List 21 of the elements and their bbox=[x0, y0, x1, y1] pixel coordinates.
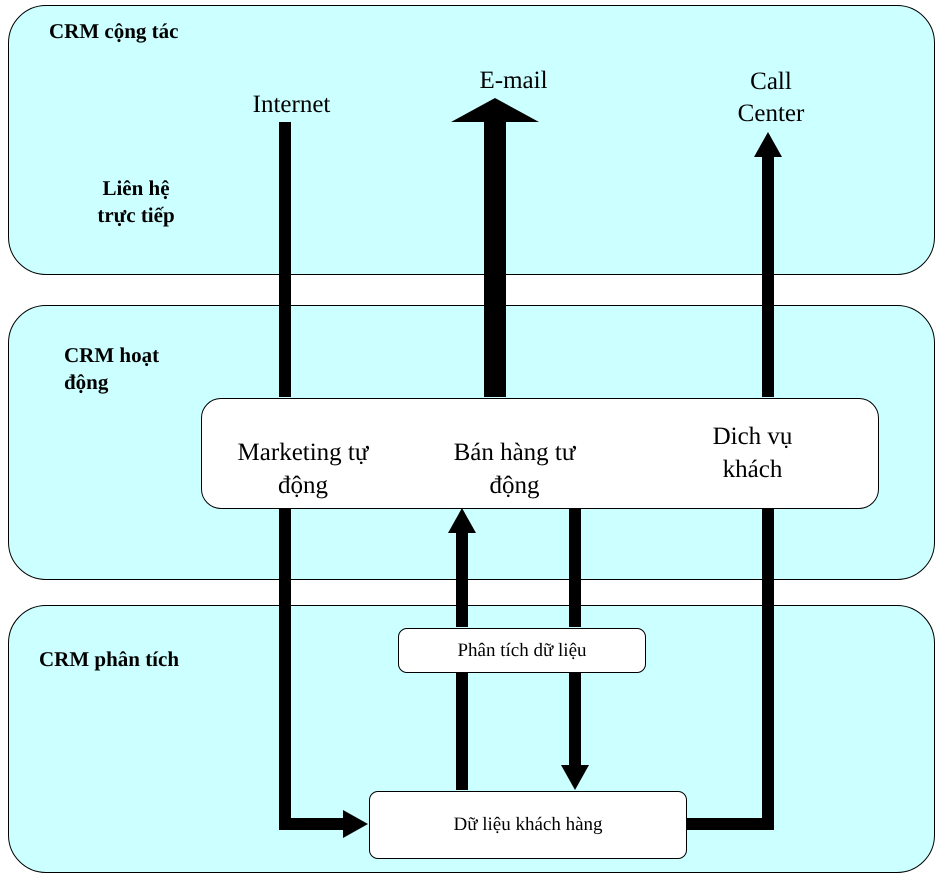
process-box: Dữ liệu khách hàng bbox=[369, 791, 687, 859]
arrow bbox=[279, 508, 368, 838]
arrow bbox=[561, 672, 589, 790]
band-heading: CRM phân tích bbox=[39, 646, 180, 673]
node-label: Liên hệ trực tiếp bbox=[96, 174, 176, 229]
band-heading: CRM cộng tác bbox=[49, 18, 180, 45]
node-label: Internet bbox=[252, 90, 330, 120]
band-heading: CRM hoạt động bbox=[64, 342, 160, 396]
section-band bbox=[8, 305, 935, 580]
module-box bbox=[201, 398, 879, 509]
node-label: Bán hàng tư động bbox=[452, 438, 577, 500]
node-label: Dich vụ khách bbox=[712, 422, 794, 484]
node-label: E-mail bbox=[479, 66, 548, 96]
arrow bbox=[448, 508, 476, 627]
arrow bbox=[451, 98, 539, 397]
section-band bbox=[8, 5, 935, 275]
process-box: Phân tích dữ liệu bbox=[398, 628, 646, 673]
node-label: Marketing tự động bbox=[236, 438, 370, 500]
section-band bbox=[8, 605, 935, 873]
arrow bbox=[754, 132, 782, 397]
node-label: Call Center bbox=[736, 66, 806, 129]
